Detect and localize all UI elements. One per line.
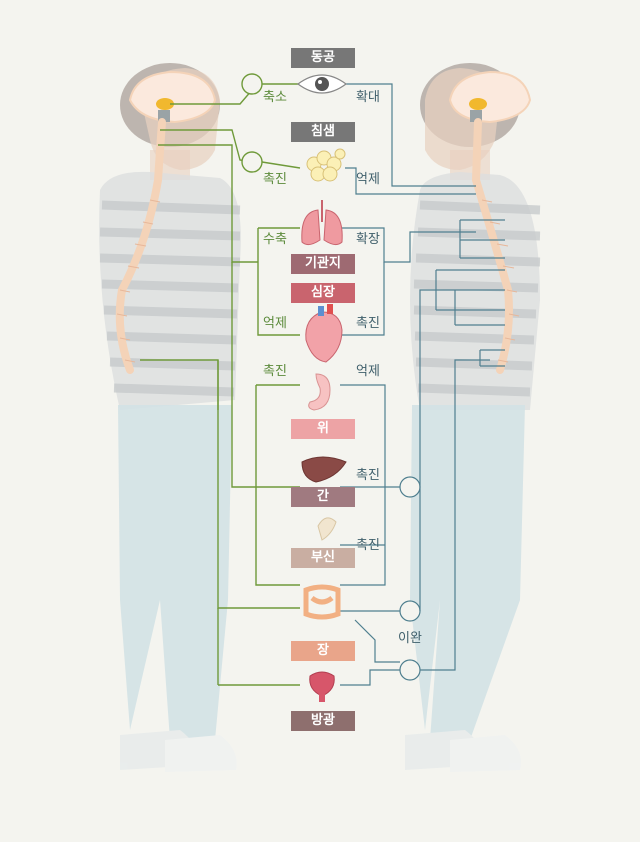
symp-stomach-effect: 억제 bbox=[356, 364, 380, 379]
symp-adrenal-effect: 촉진 bbox=[356, 538, 380, 553]
symp-liver-effect: 촉진 bbox=[356, 468, 380, 483]
para-stomach-effect: 촉진 bbox=[263, 364, 287, 379]
salivary-gland-label: 침샘 bbox=[291, 122, 355, 142]
adrenal-gland-label: 부신 bbox=[291, 548, 355, 568]
stomach-icon bbox=[308, 373, 331, 411]
sympathetic-pathways bbox=[340, 83, 505, 686]
para-salivary-effect: 촉진 bbox=[263, 172, 287, 187]
symp-heart-effect: 촉진 bbox=[356, 316, 380, 331]
stomach-label: 위 bbox=[291, 419, 355, 439]
parasympathetic-pathways bbox=[140, 73, 301, 686]
heart-label: 심장 bbox=[291, 283, 355, 303]
left-brain bbox=[128, 70, 217, 124]
bronchi-label: 기관지 bbox=[291, 254, 355, 274]
pupil-label: 동공 bbox=[291, 48, 355, 68]
bladder-icon bbox=[309, 671, 335, 702]
liver-icon bbox=[301, 456, 347, 483]
intestine-icon bbox=[303, 584, 341, 620]
para-heart-effect: 억제 bbox=[263, 316, 287, 331]
liver-label: 간 bbox=[291, 487, 355, 507]
lungs-icon bbox=[301, 200, 343, 246]
left-spine bbox=[115, 118, 166, 374]
symp-bladder-effect: 이완 bbox=[398, 631, 422, 646]
para-pupil-effect: 축소 bbox=[263, 90, 287, 105]
heart-icon bbox=[305, 304, 343, 363]
para-bronchi-effect: 수축 bbox=[263, 232, 287, 247]
intestine-label: 장 bbox=[291, 641, 355, 661]
salivary-gland-icon bbox=[306, 148, 346, 182]
adrenal-gland-icon bbox=[317, 517, 337, 541]
symp-bronchi-effect: 확장 bbox=[356, 232, 380, 247]
symp-salivary-effect: 억제 bbox=[356, 172, 380, 187]
bladder-label: 방광 bbox=[291, 711, 355, 731]
left-person-figure bbox=[99, 63, 241, 772]
eye-icon bbox=[296, 74, 348, 94]
symp-pupil-effect: 확대 bbox=[356, 90, 380, 105]
